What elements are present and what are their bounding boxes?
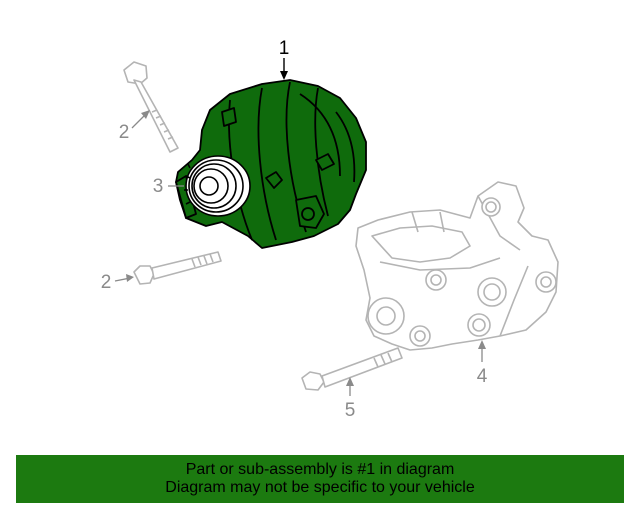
callout-4: 4 (477, 340, 488, 387)
alternator-bolt-lower (133, 251, 222, 285)
svg-text:1: 1 (279, 38, 290, 59)
callout-3: 3 (153, 176, 184, 197)
bracket-bolt (301, 347, 403, 391)
svg-text:3: 3 (153, 176, 164, 197)
parts-diagram: 1 2 3 2 4 5 (101, 38, 559, 421)
callout-2-upper: 2 (119, 110, 150, 143)
banner-line-part: Part or sub-assembly is #1 in diagram (185, 461, 455, 478)
alternator-pulley (184, 155, 251, 217)
mounting-bracket (355, 181, 559, 351)
banner-line-disclaimer: Diagram may not be specific to your vehi… (165, 479, 475, 496)
alternator-bolt-upper (123, 61, 179, 153)
svg-text:5: 5 (345, 400, 356, 421)
svg-text:2: 2 (101, 272, 112, 293)
part-info-banner: Part or sub-assembly is #1 in diagram Di… (16, 455, 624, 503)
callout-2-lower: 2 (101, 272, 134, 293)
callout-5: 5 (345, 377, 356, 421)
svg-text:2: 2 (119, 122, 130, 143)
callout-1: 1 (279, 38, 290, 80)
svg-text:4: 4 (477, 366, 488, 387)
